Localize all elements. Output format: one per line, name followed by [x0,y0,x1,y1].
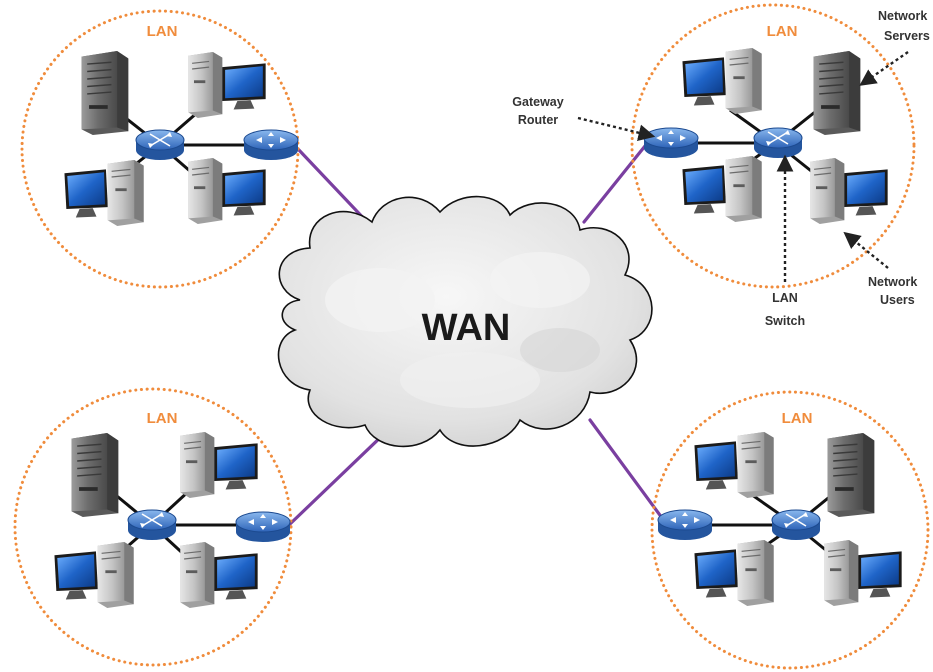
workstation-icon [53,542,135,608]
wan-link-top-right [582,144,647,224]
workstation-icon [187,52,267,118]
network-users-label-line1: Network [868,275,917,289]
lan-switch-label-line2: Switch [765,314,805,328]
gateway-router-icon [243,129,299,161]
workstation-icon [179,432,259,498]
lan-label-bottom-right: LAN [782,410,813,427]
lan-bottom-left [53,432,291,608]
lan-top-right [643,48,889,224]
gateway-router-icon [235,511,291,543]
server-icon [812,50,862,136]
server-icon [826,432,876,518]
network-users-label-line2: Users [880,293,915,307]
lan-switch-icon [135,129,185,161]
workstation-icon [681,48,763,114]
gateway-router-arrow-icon [577,116,656,141]
workstation-icon [823,540,903,606]
callout-network-servers: Network Servers [859,9,930,86]
network-servers-arrow-icon [859,51,909,86]
gateway-router-icon [657,509,713,541]
server-icon [70,432,120,518]
lan-switch-icon [127,509,177,541]
lan-boundary-bottom-right [650,390,930,670]
workstation-icon [681,156,763,222]
callout-lan-switch: LAN Switch [765,154,805,328]
lan-boundary-bottom-left [13,387,293,667]
lan-bottom-right [657,432,903,606]
lan-boundary-top-right [630,3,916,289]
server-icon [80,50,130,136]
lan-switch-icon [771,509,821,541]
lan-switch-icon [753,127,803,159]
workstation-icon [809,158,889,224]
lan-label-top-right: LAN [767,23,798,40]
lan-label-bottom-left: LAN [147,410,178,427]
gateway-router-icon [643,127,699,159]
callout-network-users: Network Users [843,231,917,307]
network-servers-label-line2: Servers [884,29,930,43]
wan-cloud-icon: WAN [277,195,653,448]
workstation-icon [179,542,259,608]
workstation-icon [693,540,775,606]
workstation-icon [693,432,775,498]
wan-link-bottom-left [288,431,387,526]
lan-switch-label-line1: LAN [772,291,798,305]
workstation-icon [187,158,267,224]
workstation-icon [63,160,145,226]
network-servers-label-line1: Network [878,9,927,23]
gateway-router-label-line2: Router [518,113,558,127]
wan-link-bottom-right [588,418,667,524]
wan-label: WAN [422,307,511,349]
lan-label-top-left: LAN [147,23,178,40]
callout-gateway-router: Gateway Router [512,95,656,141]
gateway-router-label-line1: Gateway [512,95,563,109]
lan-top-left [63,50,299,226]
